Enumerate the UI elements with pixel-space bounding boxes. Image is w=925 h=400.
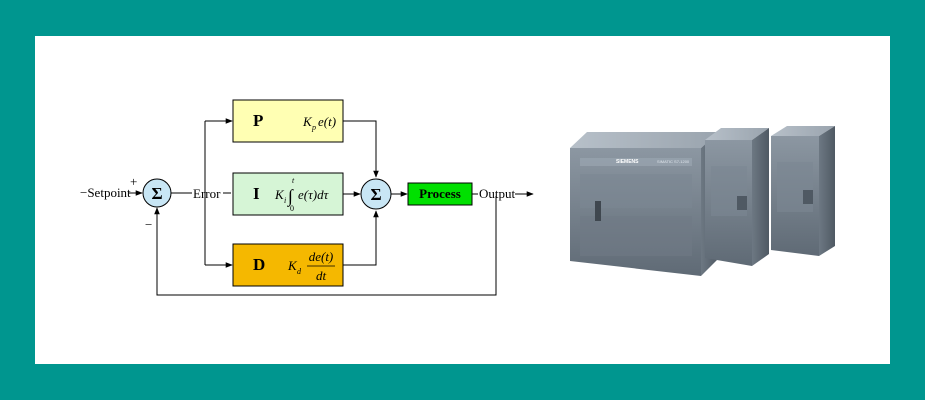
minus-sign: − bbox=[145, 217, 152, 232]
d-denominator: dt bbox=[316, 268, 327, 283]
content-panel: −Setpoint + − Σ Error P K p e(t) I K bbox=[35, 36, 890, 364]
sigma-symbol-2: Σ bbox=[370, 185, 381, 204]
plc-model: SIMATIC S7-1200 bbox=[657, 159, 690, 164]
feedback-path bbox=[154, 196, 497, 296]
p-expr: e(t) bbox=[318, 114, 336, 129]
sigma-symbol: Σ bbox=[151, 184, 162, 203]
pid-diagram: −Setpoint + − Σ Error P K p e(t) I K bbox=[80, 99, 835, 296]
plc-illustration: SIEMENS SIMATIC S7-1200 bbox=[570, 126, 835, 276]
d-k-sub: d bbox=[297, 267, 302, 276]
setpoint-label: −Setpoint bbox=[80, 185, 131, 200]
i-upper-limit: t bbox=[292, 176, 295, 185]
integral-sign: ∫ bbox=[287, 186, 294, 207]
p-letter: P bbox=[253, 111, 263, 130]
i-lower-limit: 0 bbox=[290, 204, 294, 213]
summing-junction-2: Σ bbox=[360, 178, 392, 210]
p-k-sub: p bbox=[311, 123, 316, 132]
d-k: K bbox=[287, 258, 298, 273]
summing-junction-1: Σ bbox=[142, 178, 172, 208]
process-block: Process bbox=[407, 182, 473, 206]
d-numerator: de(t) bbox=[309, 249, 334, 264]
i-block: I K i ∫ t 0 e(τ)dτ bbox=[232, 172, 344, 216]
i-expr: e(τ)dτ bbox=[298, 187, 330, 202]
i-k-sub: i bbox=[284, 196, 286, 205]
d-block: D K d de(t) dt bbox=[232, 243, 344, 287]
d-letter: D bbox=[253, 255, 265, 274]
i-k: K bbox=[274, 187, 285, 202]
d-output-arrow bbox=[343, 210, 379, 266]
p-block: P K p e(t) bbox=[232, 99, 344, 143]
p-k: K bbox=[302, 114, 313, 129]
error-label: Error bbox=[193, 186, 221, 201]
plc-brand: SIEMENS bbox=[616, 159, 639, 165]
i-letter: I bbox=[253, 184, 260, 203]
process-label: Process bbox=[419, 186, 461, 201]
plus-sign: + bbox=[130, 174, 137, 189]
output-label: Output bbox=[479, 186, 516, 201]
p-output-arrow bbox=[343, 120, 379, 178]
